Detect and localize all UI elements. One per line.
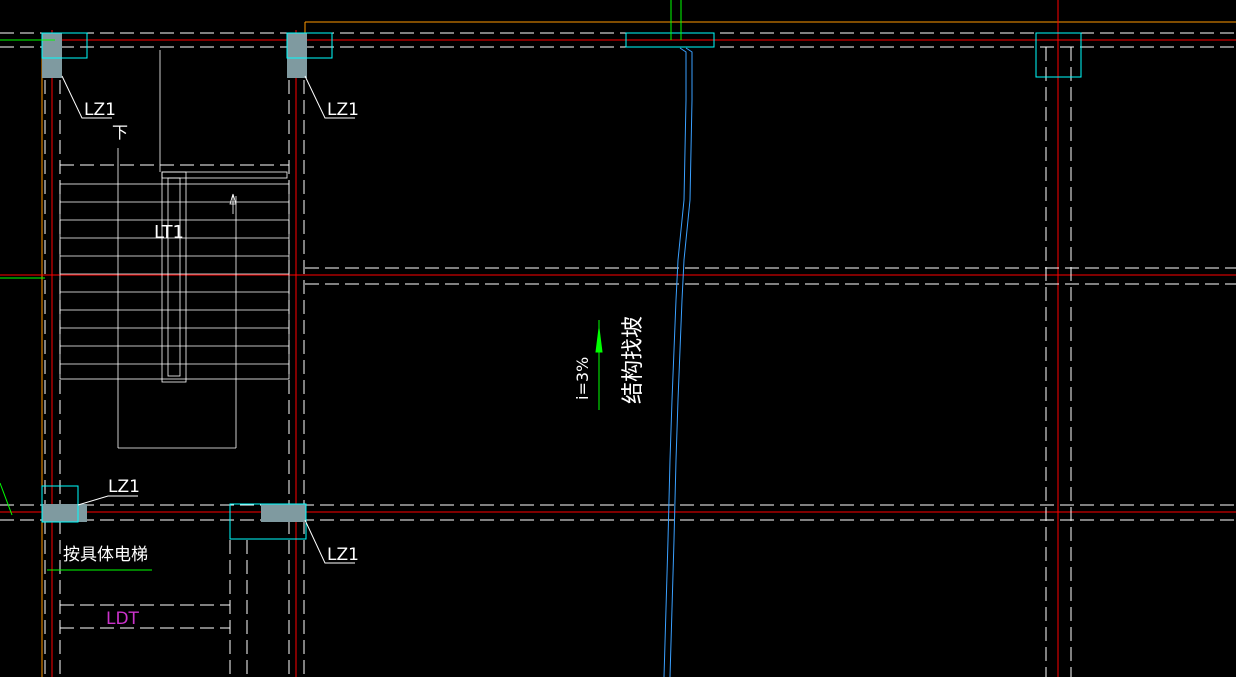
column-label-bl: LZ1 bbox=[108, 477, 140, 497]
annotation-labels: LZ1 LZ1 LZ1 LZ1 下 LT1 i=3% 结构找坡 按具体电梯 LD… bbox=[63, 100, 646, 629]
beam-lines bbox=[0, 32, 1236, 677]
elevator-note-label: 按具体电梯 bbox=[63, 545, 148, 565]
slope-ratio-label: i=3% bbox=[573, 357, 592, 400]
column-leaders bbox=[61, 75, 355, 564]
column-label-tm: LZ1 bbox=[327, 100, 359, 120]
reference-lines bbox=[0, 0, 682, 571]
stair-down-label: 下 bbox=[112, 123, 128, 142]
column-label-tl: LZ1 bbox=[84, 100, 116, 120]
column-label-bm: LZ1 bbox=[327, 545, 359, 565]
break-line bbox=[663, 47, 693, 677]
elevator-tag-label: LDT bbox=[106, 609, 140, 629]
columns bbox=[41, 32, 1082, 540]
slope-text-label: 结构找坡 bbox=[621, 316, 646, 404]
stair-name-label: LT1 bbox=[154, 222, 184, 243]
stair-drawing bbox=[59, 50, 290, 449]
